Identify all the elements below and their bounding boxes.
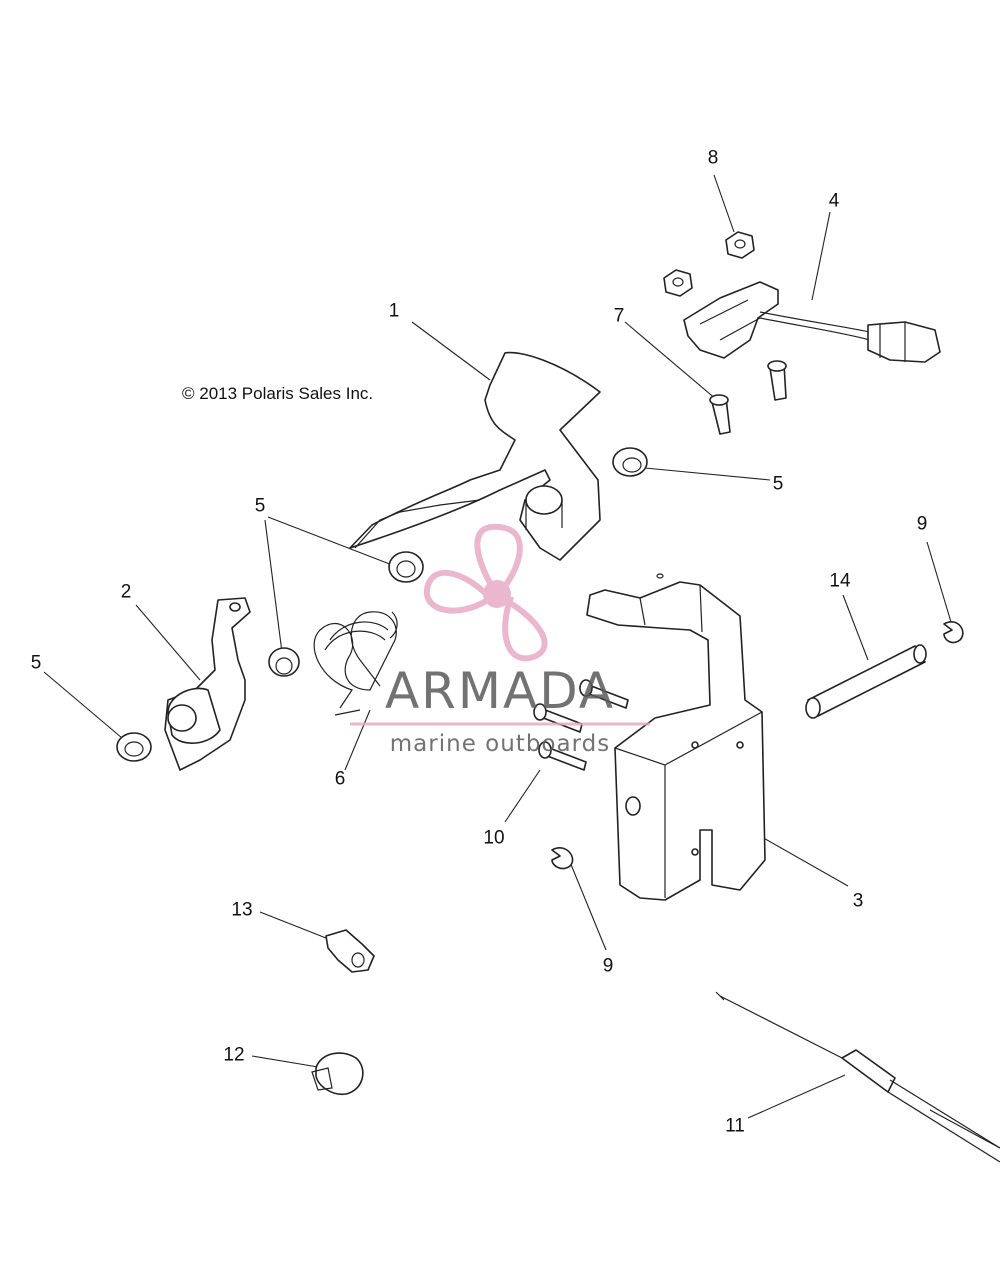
e-clip-right	[943, 621, 964, 644]
leader-line-14	[842, 594, 869, 661]
part-5-bushings	[116, 447, 648, 762]
bushing-right	[612, 447, 648, 477]
leader-line-8	[713, 174, 735, 233]
part-14-pivot-pin	[805, 644, 927, 719]
leader-line-2	[135, 604, 201, 681]
leader-line-10	[504, 769, 541, 823]
callout-7: 7	[613, 305, 625, 327]
callout-5-left: 5	[30, 652, 42, 674]
callout-8: 8	[707, 147, 719, 169]
callout-11: 11	[725, 1115, 745, 1137]
part-11-cable	[715, 991, 1000, 1163]
part-2-lever-bracket	[164, 597, 251, 771]
bushing-left	[116, 732, 152, 762]
callout-10: 10	[483, 827, 505, 849]
callout-5-right: 5	[772, 473, 784, 495]
leader-line-6	[344, 709, 371, 771]
callout-1: 1	[388, 300, 400, 322]
part-1-pedal-bracket	[349, 351, 601, 561]
leader-line-13	[259, 911, 327, 939]
leader-line-1	[411, 321, 491, 381]
leader-line-5-right	[644, 467, 771, 481]
callout-9-bottom: 9	[602, 955, 614, 977]
part-12-clip	[311, 1052, 364, 1096]
part-10-bolts	[533, 679, 629, 771]
leader-line-5-left	[43, 671, 123, 739]
leader-line-3	[759, 835, 849, 887]
leader-line-7	[624, 321, 718, 401]
part-7-pins	[709, 360, 787, 435]
leader-line-9-right	[926, 541, 952, 623]
leader-line-5-center-a	[267, 516, 401, 569]
callout-2: 2	[120, 581, 132, 603]
watermark-title: ARMADA	[384, 662, 616, 720]
copyright-notice: © 2013 Polaris Sales Inc.	[182, 384, 374, 403]
callout-5-center: 5	[254, 495, 266, 517]
callout-12: 12	[223, 1044, 245, 1066]
bushing-center-top	[388, 551, 424, 583]
leader-line-12	[251, 1055, 319, 1068]
callout-9-right: 9	[916, 513, 928, 535]
leader-line-9-bottom	[569, 861, 607, 951]
leader-lines	[43, 174, 952, 1119]
watermark-propeller-logo	[350, 523, 650, 726]
leader-line-4	[811, 211, 831, 301]
part-8-nuts	[663, 231, 755, 297]
callout-4: 4	[828, 190, 840, 212]
part-4-sensor-harness	[683, 281, 941, 363]
leader-line-11	[747, 1074, 846, 1119]
watermark-subtitle: marine outboards	[389, 731, 611, 757]
callout-13: 13	[231, 899, 253, 921]
e-clip-bottom	[551, 847, 574, 870]
part-9-e-clips	[551, 621, 964, 870]
callout-3: 3	[852, 890, 864, 912]
part-6-torsion-spring	[313, 611, 398, 716]
leader-line-5-center-b	[264, 519, 285, 669]
bushing-center-bottom	[268, 647, 300, 677]
part-3-mount-bracket	[586, 573, 766, 901]
callout-14: 14	[829, 570, 851, 592]
part-13-fastener	[325, 929, 375, 973]
callout-6: 6	[334, 768, 346, 790]
